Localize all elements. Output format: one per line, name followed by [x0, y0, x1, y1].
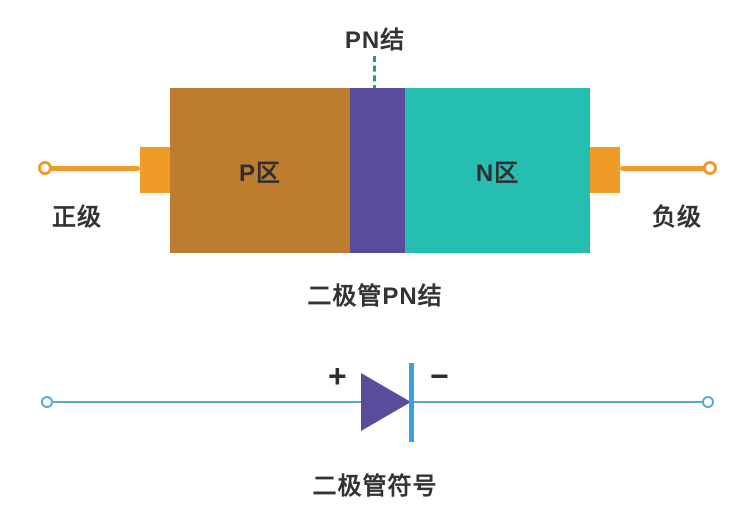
diode-cathode-bar-icon [409, 363, 414, 442]
positive-terminal-stub [140, 147, 170, 193]
negative-lead-terminal-circle [703, 161, 717, 175]
symbol-left-terminal-circle [41, 396, 53, 408]
positive-lead-terminal-circle [38, 161, 52, 175]
n-region-label: N区 [475, 160, 520, 187]
symbol-right-terminal-circle [702, 396, 714, 408]
pn-junction-label: PN结 [344, 27, 406, 54]
pn-junction-region [350, 88, 405, 253]
negative-lead-wire [620, 166, 708, 171]
diode-body: P区 N区 [170, 88, 590, 253]
plus-sign: + [328, 358, 347, 394]
diode-anode-triangle-icon [361, 373, 411, 431]
p-region-label: P区 [238, 160, 281, 187]
minus-sign: − [430, 358, 449, 394]
n-region: N区 [405, 88, 590, 253]
pn-diagram-caption: 二极管PN结 [307, 283, 443, 310]
positive-terminal-label: 正级 [52, 204, 102, 231]
positive-lead-wire [50, 166, 140, 171]
symbol-diagram-caption: 二极管符号 [312, 473, 438, 500]
negative-terminal-label: 负级 [652, 204, 702, 231]
negative-terminal-stub [590, 147, 620, 193]
p-region: P区 [170, 88, 350, 253]
